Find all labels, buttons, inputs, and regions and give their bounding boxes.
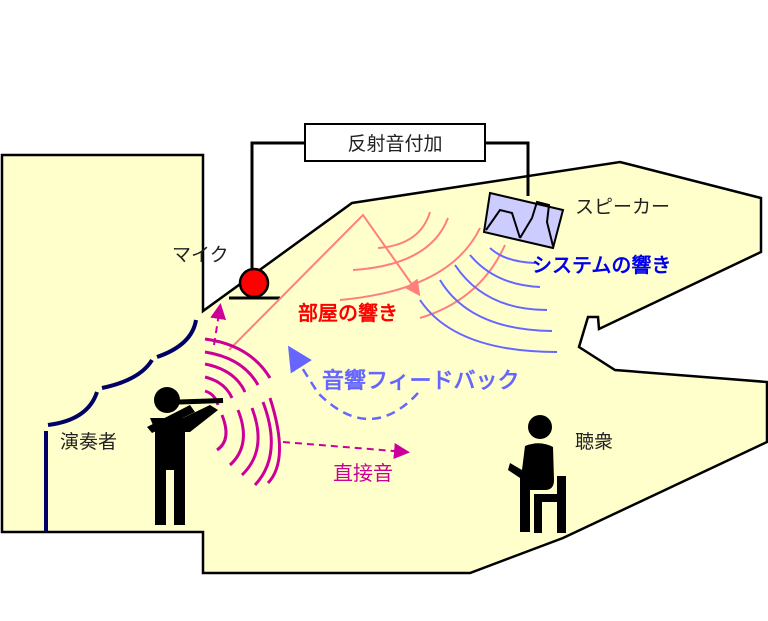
direct-to-mic-arrow: [210, 303, 227, 346]
effect-box: [304, 123, 486, 162]
direct-sound-label: 直接音: [333, 461, 393, 485]
direct-to-audience-arrow: [282, 441, 410, 460]
feedback-arrow: [287, 345, 419, 421]
speaker-icon: [482, 191, 565, 250]
signal-wire: [250, 141, 530, 272]
mic-label: マイク: [172, 244, 229, 266]
microphone-icon: [229, 267, 280, 300]
system-reverb-waves: [419, 247, 558, 353]
feedback-label: 音響フィードバック: [322, 368, 520, 394]
performer-icon: [147, 387, 224, 525]
direct-sound-waves: [204, 337, 281, 487]
speaker-label: スピーカー: [575, 196, 670, 218]
audience-icon: [508, 415, 566, 533]
system-reverb-label: システムの響き: [532, 253, 671, 277]
room-reverb-label: 部屋の響き: [298, 301, 398, 325]
performer-label: 演奏者: [60, 431, 117, 453]
stage-reflector: [44, 319, 198, 532]
hall-floorplan: [0, 153, 768, 575]
effect-box-label: 反射音付加: [347, 133, 442, 155]
audience-label: 聴衆: [575, 431, 613, 453]
